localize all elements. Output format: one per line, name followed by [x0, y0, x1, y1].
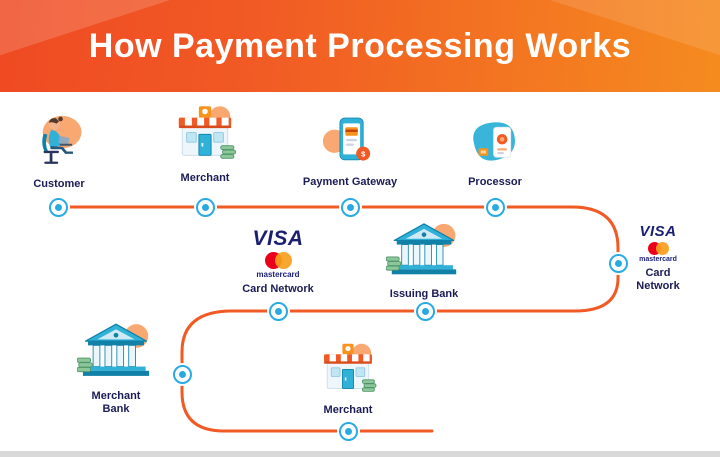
step-label: Issuing Bank	[389, 288, 459, 300]
step-card-network-mid: VISA mastercard Card Network	[226, 228, 330, 296]
step-label: Payment Gateway	[302, 176, 398, 188]
node-card-network-mid	[269, 302, 288, 321]
mastercard-wordmark: mastercard	[639, 256, 677, 263]
storefront-icon	[324, 343, 377, 392]
node-dot	[202, 204, 209, 211]
mastercard-logo	[264, 252, 292, 269]
step-payment-gateway: $ Payment Gateway	[296, 112, 404, 189]
storefront-icon	[178, 106, 237, 159]
node-dot	[422, 308, 429, 315]
step-merchant-bank: Merchant Bank	[66, 320, 166, 415]
node-merchant-bank	[173, 365, 192, 384]
step-merchant-bottom: Merchant	[298, 342, 398, 417]
step-merchant-top: Merchant	[158, 104, 252, 185]
bank-icon	[77, 323, 150, 376]
node-processor	[486, 198, 505, 217]
bank-icon	[386, 223, 457, 275]
header-banner: How Payment Processing Works	[0, 0, 720, 92]
mastercard-wordmark: mastercard	[256, 270, 300, 279]
node-merchant-bottom	[339, 422, 358, 441]
mastercard-orange-circle	[274, 252, 292, 269]
mastercard-logo	[647, 242, 669, 255]
visa-logo: VISA	[639, 223, 677, 240]
bottom-edge-strip	[0, 451, 720, 457]
node-payment-gateway	[341, 198, 360, 217]
node-dot	[55, 204, 62, 211]
node-dot	[615, 260, 622, 267]
processor-icon	[473, 122, 515, 161]
step-processor: Processor	[446, 114, 544, 189]
step-label: Card Network	[242, 283, 314, 295]
node-merchant	[196, 198, 215, 217]
node-dot	[345, 428, 352, 435]
visa-logo: VISA	[252, 227, 304, 250]
node-customer	[49, 198, 68, 217]
step-label: Merchant	[323, 404, 373, 416]
payment-gateway-icon: $	[322, 117, 371, 161]
step-customer: Customer	[16, 112, 102, 191]
step-issuing-bank: Issuing Bank	[372, 220, 476, 301]
node-dot	[275, 308, 282, 315]
mastercard-orange-circle	[655, 242, 669, 255]
step-label: Merchant	[180, 172, 230, 184]
step-card-network-right: VISA mastercard Card Network	[622, 224, 694, 292]
step-label: Merchant Bank	[91, 390, 141, 415]
node-issuing-bank	[416, 302, 435, 321]
node-card-network-right	[609, 254, 628, 273]
step-label: Customer	[33, 178, 85, 190]
node-dot	[492, 204, 499, 211]
page-title: How Payment Processing Works	[88, 26, 632, 65]
customer-icon	[42, 115, 82, 164]
node-dot	[179, 371, 186, 378]
step-label: Processor	[468, 176, 522, 188]
step-label: Card Network	[636, 267, 680, 292]
svg-text:$: $	[361, 149, 366, 158]
node-dot	[347, 204, 354, 211]
